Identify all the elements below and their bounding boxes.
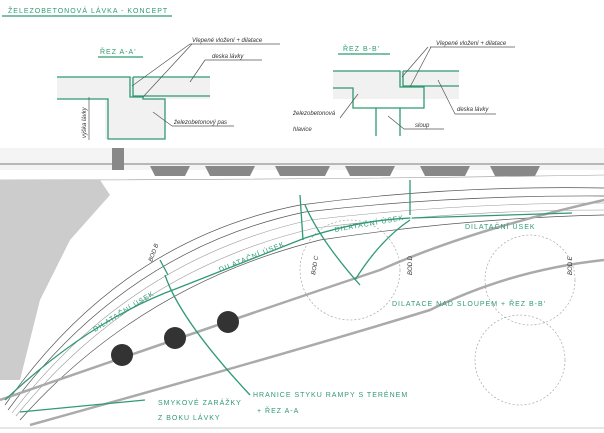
column-marker	[111, 344, 133, 366]
shear-stops-note-2: Z BOKU LÁVKY	[158, 413, 221, 422]
terrain-hatch	[0, 180, 110, 380]
point-label-b: BOD B	[148, 243, 160, 263]
section-b-head-label-2: hlavice	[293, 127, 312, 133]
section-a-strip-label: železobetonový pas	[173, 120, 227, 126]
column-marker	[217, 311, 239, 333]
section-b-deck-label: deska lávky	[457, 107, 489, 113]
segment-label-4: DILATAČNÍ ÚSEK	[465, 222, 536, 231]
section-a-drawing: ŘEZ A-A' Vlepené vložení + dilatace desk…	[57, 38, 280, 140]
column-joint-note: DILATACE NAD SLOUPEM + ŘEZ B-B'	[392, 299, 546, 308]
section-b-drawing: ŘEZ B-B' Vlepené vložení + dilatace desk…	[292, 41, 515, 136]
ramp-outline	[0, 187, 604, 427]
ramp-boundary-note-2: + ŘEZ A-A	[257, 406, 299, 415]
expansion-segments	[4, 180, 573, 413]
section-b-joint-label: Vlepené vložení + dilatace	[436, 41, 507, 47]
section-a-height-label: výška lávky	[82, 106, 88, 138]
point-label-e: BOD E	[568, 255, 574, 275]
section-a-joint-label: Vlepené vložení + dilatace	[192, 38, 263, 44]
section-a-deck-label: deska lávky	[212, 54, 244, 60]
section-b-column-label: sloup	[415, 123, 430, 129]
point-label-c: BOD C	[311, 255, 320, 275]
segment-label-2: DILATAČNÍ ÚSEK	[217, 239, 286, 274]
point-label-d: BOD D	[408, 255, 414, 275]
shear-stops-note-1: SMYKOVÉ ZARÁŽKY	[158, 398, 242, 407]
building-facade	[0, 148, 604, 181]
column-marker	[164, 327, 186, 349]
section-b-title: ŘEZ B-B'	[343, 44, 380, 53]
ramp-boundary-note-1: HRANICE STYKU RAMPY S TERÉNEM	[253, 390, 408, 399]
section-a-title: ŘEZ A-A'	[100, 47, 137, 56]
sheet-title: ŽELEZOBETONOVÁ LÁVKA - KONCEPT	[8, 6, 168, 15]
segment-label-1: DILATAČNÍ ÚSEK	[91, 289, 156, 334]
section-b-head-label-1: železobetonová	[292, 111, 336, 117]
